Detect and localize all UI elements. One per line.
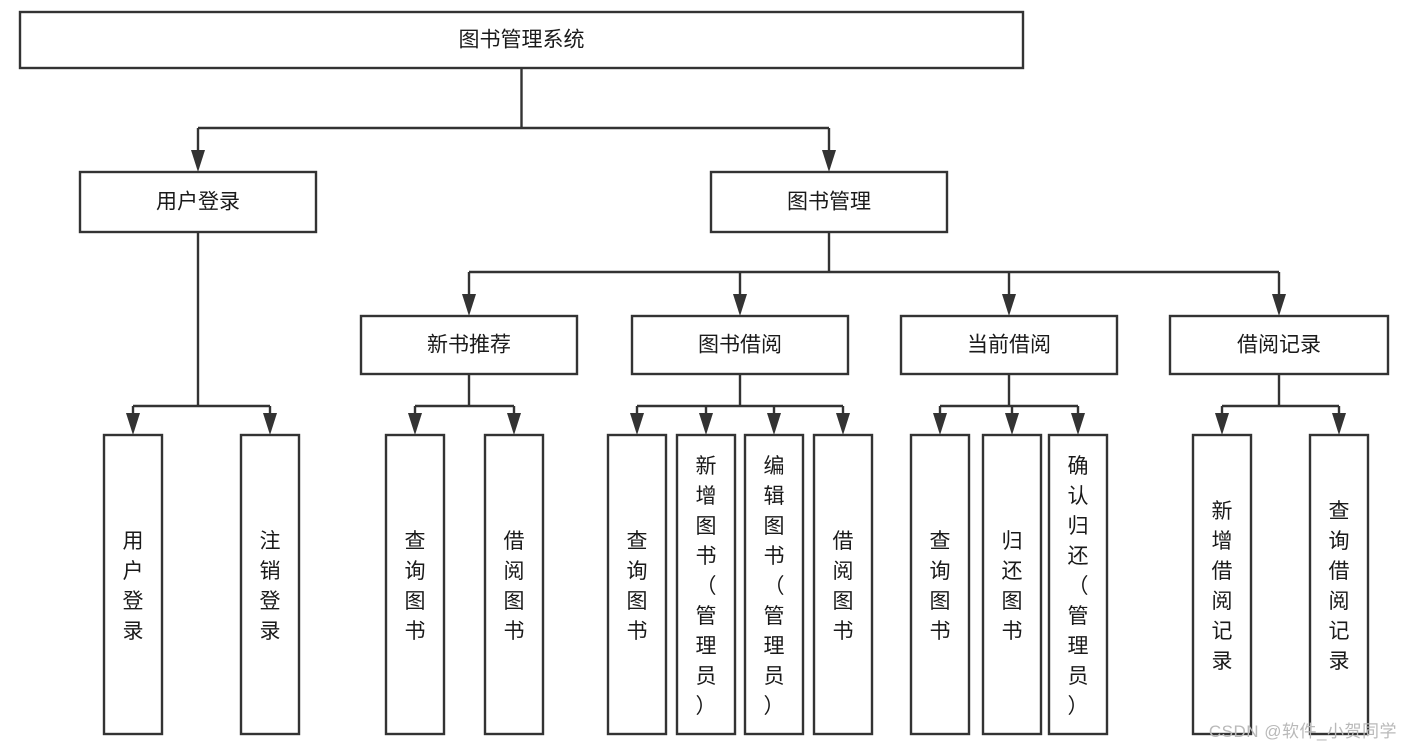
node-label-bookmgmt: 图书管理 [787, 191, 871, 214]
node-c3[interactable]: 确认归还（管理员） [1047, 433, 1109, 736]
node-box-newbook[interactable] [359, 314, 579, 376]
node-box-b2[interactable] [675, 433, 737, 736]
node-b4[interactable]: 借阅图书 [812, 433, 874, 736]
node-l1[interactable]: 用户登录 [102, 433, 164, 736]
node-n1[interactable]: 查询图书 [384, 433, 446, 736]
node-label-b4: 借阅图书 [833, 530, 854, 643]
edge-group-records [1215, 374, 1346, 435]
node-box-bookmgmt[interactable] [709, 170, 949, 234]
node-label-l2: 注销登录 [260, 530, 281, 643]
node-label-c3: 确认归还（管理员） [1068, 455, 1089, 718]
node-records[interactable]: 借阅记录 [1168, 314, 1390, 376]
node-c1[interactable]: 查询图书 [909, 433, 971, 736]
node-label-l1: 用户登录 [123, 530, 144, 643]
node-b1[interactable]: 查询图书 [606, 433, 668, 736]
node-box-c2[interactable] [981, 433, 1043, 736]
node-box-b3[interactable] [743, 433, 805, 736]
node-l2[interactable]: 注销登录 [239, 433, 301, 736]
node-label-borrow: 图书借阅 [698, 334, 782, 357]
node-box-current[interactable] [899, 314, 1119, 376]
node-label-root: 图书管理系统 [459, 29, 585, 52]
edge-layer [126, 68, 1346, 435]
node-box-l2[interactable] [239, 433, 301, 736]
watermark-label: CSDN @软件_小贺同学 [1208, 722, 1397, 741]
node-box-n2[interactable] [483, 433, 545, 736]
edge-group-newbook [408, 374, 521, 435]
node-label-n2: 借阅图书 [504, 530, 525, 643]
edge-group-borrow [630, 374, 850, 435]
node-box-borrow[interactable] [630, 314, 850, 376]
node-box-c1[interactable] [909, 433, 971, 736]
node-box-root[interactable] [18, 10, 1025, 70]
edge-group-bookmgmt [462, 232, 1286, 316]
node-bookmgmt[interactable]: 图书管理 [709, 170, 949, 234]
node-b2[interactable]: 新增图书（管理员） [675, 433, 737, 736]
node-label-c2: 归还图书 [1002, 530, 1023, 643]
node-n2[interactable]: 借阅图书 [483, 433, 545, 736]
node-root[interactable]: 图书管理系统 [18, 10, 1025, 70]
node-b3[interactable]: 编辑图书（管理员） [743, 433, 805, 736]
node-box-r2[interactable] [1308, 433, 1370, 736]
edge-group-login [126, 232, 277, 435]
node-label-r2: 查询借阅记录 [1329, 500, 1350, 673]
node-box-l1[interactable] [102, 433, 164, 736]
node-box-b1[interactable] [606, 433, 668, 736]
edge-group-current [933, 374, 1085, 435]
node-label-current: 当前借阅 [967, 334, 1051, 357]
node-login[interactable]: 用户登录 [78, 170, 318, 234]
node-label-newbook: 新书推荐 [427, 334, 511, 357]
node-label-b3: 编辑图书（管理员） [764, 455, 785, 718]
node-box-c3[interactable] [1047, 433, 1109, 736]
node-label-records: 借阅记录 [1237, 334, 1321, 357]
node-box-r1[interactable] [1191, 433, 1253, 736]
node-newbook[interactable]: 新书推荐 [359, 314, 579, 376]
node-box-records[interactable] [1168, 314, 1390, 376]
node-c2[interactable]: 归还图书 [981, 433, 1043, 736]
node-layer: 图书管理系统用户登录图书管理新书推荐图书借阅当前借阅借阅记录用户登录注销登录查询… [18, 10, 1390, 736]
node-box-n1[interactable] [384, 433, 446, 736]
node-current[interactable]: 当前借阅 [899, 314, 1119, 376]
node-r1[interactable]: 新增借阅记录 [1191, 433, 1253, 736]
node-label-b2: 新增图书（管理员） [696, 455, 717, 718]
node-box-login[interactable] [78, 170, 318, 234]
node-label-login: 用户登录 [156, 191, 240, 214]
node-label-n1: 查询图书 [405, 530, 426, 643]
node-label-c1: 查询图书 [930, 530, 951, 643]
node-label-b1: 查询图书 [627, 530, 648, 643]
node-label-r1: 新增借阅记录 [1212, 500, 1233, 673]
node-r2[interactable]: 查询借阅记录 [1308, 433, 1370, 736]
edge-group-root [191, 68, 836, 172]
node-borrow[interactable]: 图书借阅 [630, 314, 850, 376]
node-box-b4[interactable] [812, 433, 874, 736]
